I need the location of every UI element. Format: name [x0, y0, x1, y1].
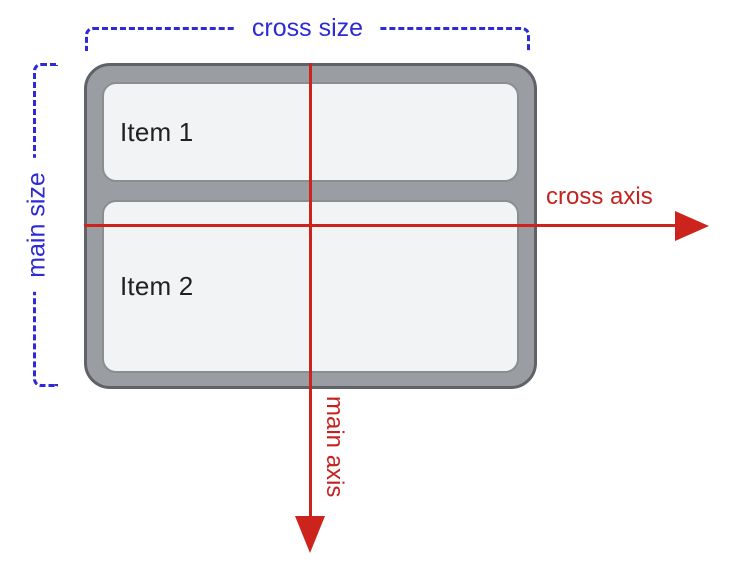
cross-axis-line [84, 224, 676, 227]
cross-axis-label: cross axis [546, 183, 653, 210]
flex-item-1-label: Item 1 [120, 116, 194, 147]
main-axis-line [309, 63, 312, 517]
cross-size-bracket: cross size [85, 14, 530, 51]
cross-axis-arrowhead-icon [675, 211, 709, 241]
main-axis-arrowhead-icon [295, 516, 325, 553]
flex-item-2-label: Item 2 [120, 271, 194, 301]
main-size-bracket: main size [22, 63, 58, 387]
main-axis-label: main axis [321, 396, 348, 498]
cross-size-label: cross size [235, 14, 380, 44]
main-size-label: main size [22, 158, 52, 292]
